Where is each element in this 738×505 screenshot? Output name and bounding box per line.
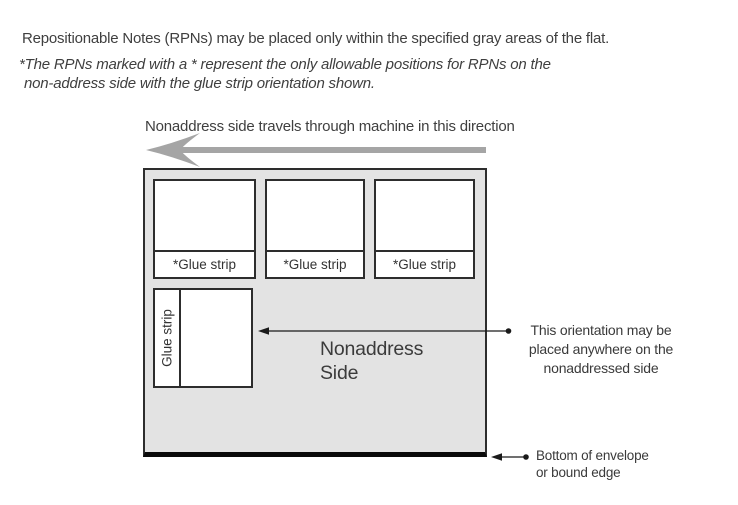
glue-strip-label: *Glue strip	[267, 250, 363, 277]
orientation-pointer-arrow-icon	[258, 327, 512, 335]
glue-strip-label: *Glue strip	[376, 250, 473, 277]
bottom-edge-pointer-arrow-icon	[491, 453, 529, 461]
orientation-note-line-2: placed anywhere on the	[528, 341, 674, 357]
bottom-edge-note-line-1: Bottom of envelope	[536, 448, 649, 463]
orientation-note-line-3: nonaddressed side	[543, 360, 659, 376]
bottom-edge-note-line-2: or bound edge	[536, 465, 621, 480]
rpn-box-3: *Glue strip	[374, 179, 475, 279]
bottom-edge-note: Bottom of envelope or bound edge	[536, 447, 649, 481]
left-arrow-icon	[146, 133, 486, 167]
rpn-box-2: *Glue strip	[265, 179, 365, 279]
rpn-note-area	[267, 181, 363, 250]
rpn-box-1: *Glue strip	[153, 179, 256, 279]
nonaddress-side-label: Nonaddress Side	[320, 338, 424, 384]
machine-direction-label: Nonaddress side travels through machine …	[145, 118, 515, 135]
note-line-2: non-address side with the glue strip ori…	[24, 75, 375, 92]
orientation-note: This orientation may be placed anywhere …	[510, 321, 692, 378]
vertical-glue-strip: Glue strip	[155, 290, 181, 386]
rpn-note-area	[155, 181, 254, 250]
intro-text: Repositionable Notes (RPNs) may be place…	[22, 30, 610, 47]
rpn-asterisk-note: *The RPNs marked with a * represent the …	[19, 55, 551, 93]
glue-strip-label: *Glue strip	[155, 250, 254, 277]
orientation-note-line-1: This orientation may be	[530, 322, 672, 338]
rpn-note-area	[181, 290, 251, 386]
note-line-1: *The RPNs marked with a * represent the …	[19, 56, 551, 73]
vertical-glue-strip-label: Glue strip	[159, 309, 175, 367]
rpn-box-vertical: Glue strip	[153, 288, 253, 388]
rpn-note-area	[376, 181, 473, 250]
